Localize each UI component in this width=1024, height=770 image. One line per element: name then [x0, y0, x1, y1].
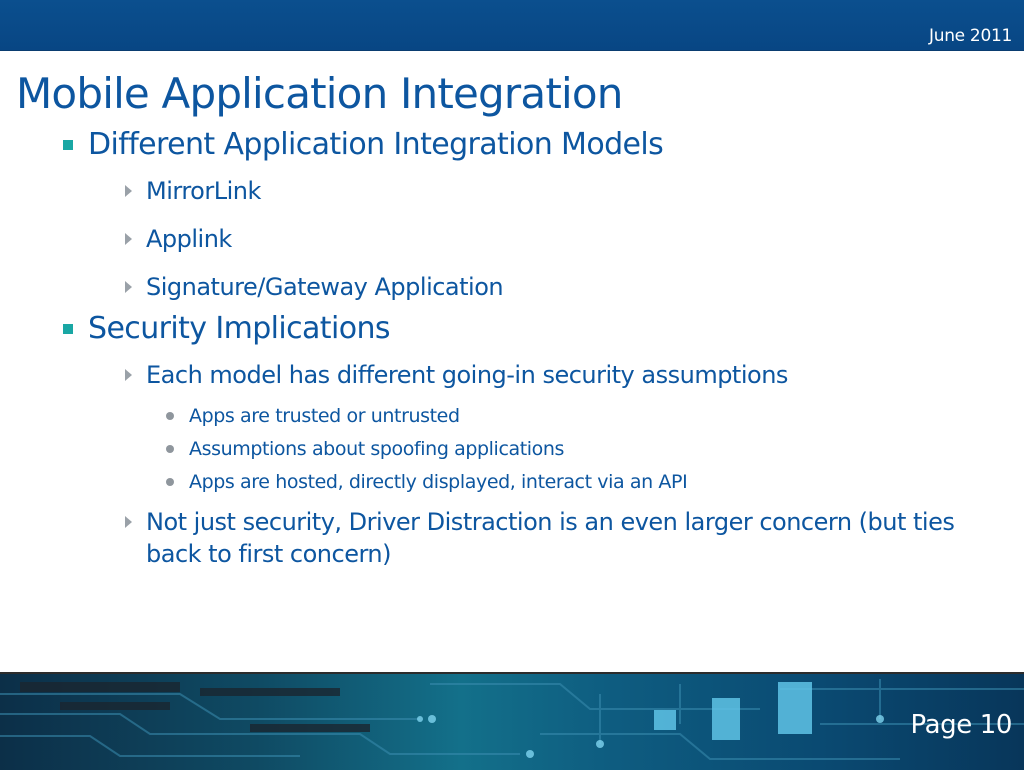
page-number: Page 10	[910, 710, 1013, 740]
triangle-bullet-icon	[125, 185, 132, 197]
bullet-level1: Security Implications	[63, 311, 390, 346]
bullet-level3: Apps are hosted, directly displayed, int…	[166, 470, 688, 494]
date-label: June 2011	[929, 26, 1012, 46]
bullet-level2: MirrorLink	[125, 175, 996, 207]
triangle-bullet-icon	[125, 516, 132, 528]
bullet-level2: Not just security, Driver Distraction is…	[125, 506, 996, 570]
bullet-level2: Applink	[125, 223, 996, 255]
dot-bullet-icon	[166, 412, 174, 420]
slide-title: Mobile Application Integration	[16, 69, 623, 118]
bullet-level3: Apps are trusted or untrusted	[166, 404, 460, 428]
footer-circuit-banner	[0, 672, 1024, 770]
triangle-bullet-icon	[125, 233, 132, 245]
bullet-level1: Different Application Integration Models	[63, 127, 664, 162]
dot-bullet-icon	[166, 478, 174, 486]
triangle-bullet-icon	[125, 281, 132, 293]
bullet-text: Not just security, Driver Distraction is…	[146, 508, 955, 568]
square-bullet-icon	[63, 140, 73, 150]
bullet-text: Applink	[146, 225, 232, 253]
bullet-text: Assumptions about spoofing applications	[189, 438, 565, 460]
bullet-text: Apps are hosted, directly displayed, int…	[189, 471, 688, 493]
triangle-bullet-icon	[125, 369, 132, 381]
circuit-board-graphic	[0, 679, 1024, 760]
header-bar: June 2011	[0, 0, 1024, 51]
bullet-level2: Each model has different going-in securi…	[125, 359, 996, 391]
bullet-text: Each model has different going-in securi…	[146, 361, 788, 389]
bullet-text: Security Implications	[88, 311, 390, 346]
bullet-text: Apps are trusted or untrusted	[189, 405, 460, 427]
dot-bullet-icon	[166, 445, 174, 453]
bullet-level2: Signature/Gateway Application	[125, 271, 996, 303]
bullet-text: Signature/Gateway Application	[146, 273, 504, 301]
bullet-text: MirrorLink	[146, 177, 261, 205]
bullet-level3: Assumptions about spoofing applications	[166, 437, 565, 461]
square-bullet-icon	[63, 324, 73, 334]
bullet-text: Different Application Integration Models	[88, 127, 664, 162]
